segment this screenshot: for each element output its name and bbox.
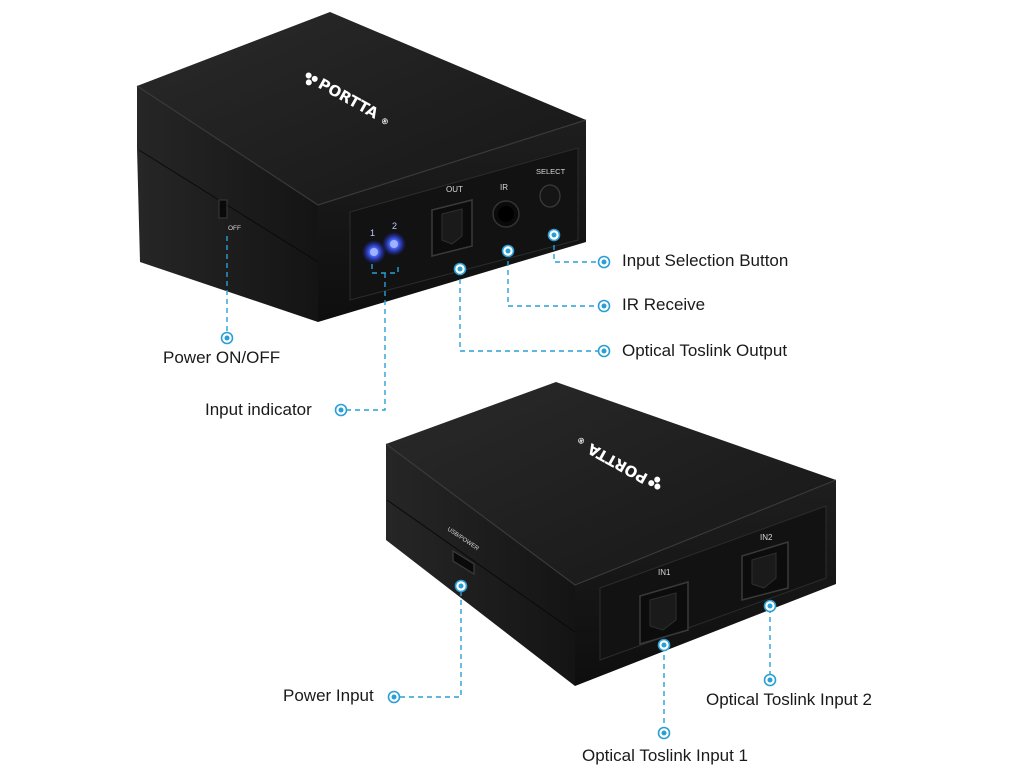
callout-dots [220, 228, 777, 740]
brand-registered-mark-bottom: ® [576, 434, 587, 446]
top-device: 1 2 OUT IR SELECT OFF [136, 12, 587, 322]
callout-optical-input-2: Optical Toslink Input 2 [706, 690, 872, 709]
callout-line-indicator [342, 264, 399, 411]
optical-output-port: OUT [431, 185, 473, 257]
callout-power-onoff: Power ON/OFF [163, 348, 281, 367]
callout-input-indicator: Input indicator [205, 400, 312, 419]
brand-registered-mark: ® [379, 116, 390, 128]
in2-port-label: IN2 [760, 533, 773, 542]
power-switch-label: OFF [228, 225, 241, 232]
callout-power-input: Power Input [283, 686, 374, 705]
callout-ir-receive: IR Receive [622, 295, 706, 314]
input-indicator-leds: 1 2 [362, 221, 406, 264]
callout-input-selection-button: Input Selection Button [622, 251, 789, 270]
led-1-label: 1 [370, 228, 375, 238]
ir-receiver: IR [492, 183, 520, 228]
power-switch: OFF [218, 199, 241, 232]
callout-line-power-input [396, 582, 462, 698]
optical-input-1-port: IN1 [639, 568, 689, 645]
bottom-device-top-face [386, 382, 836, 585]
in1-port-label: IN1 [658, 568, 671, 577]
callout-line-select [553, 236, 600, 263]
callout-optical-input-1: Optical Toslink Input 1 [582, 746, 748, 765]
callout-line-optical-out [459, 270, 600, 352]
top-device-top-face [137, 12, 586, 205]
out-port-label: OUT [446, 185, 463, 194]
led-2-label: 2 [392, 221, 397, 231]
callout-lines [226, 236, 771, 732]
ir-port-label: IR [500, 183, 508, 192]
callout-optical-output: Optical Toslink Output [622, 341, 788, 360]
callout-line-ir [507, 252, 600, 307]
bottom-device-left-face [386, 444, 575, 686]
bottom-device: IN1 IN2 USB/POWER PORTTA ® [385, 382, 837, 686]
select-button: SELECT [536, 167, 566, 208]
select-port-label: SELECT [536, 167, 566, 176]
optical-input-2-port: IN2 [741, 533, 789, 601]
